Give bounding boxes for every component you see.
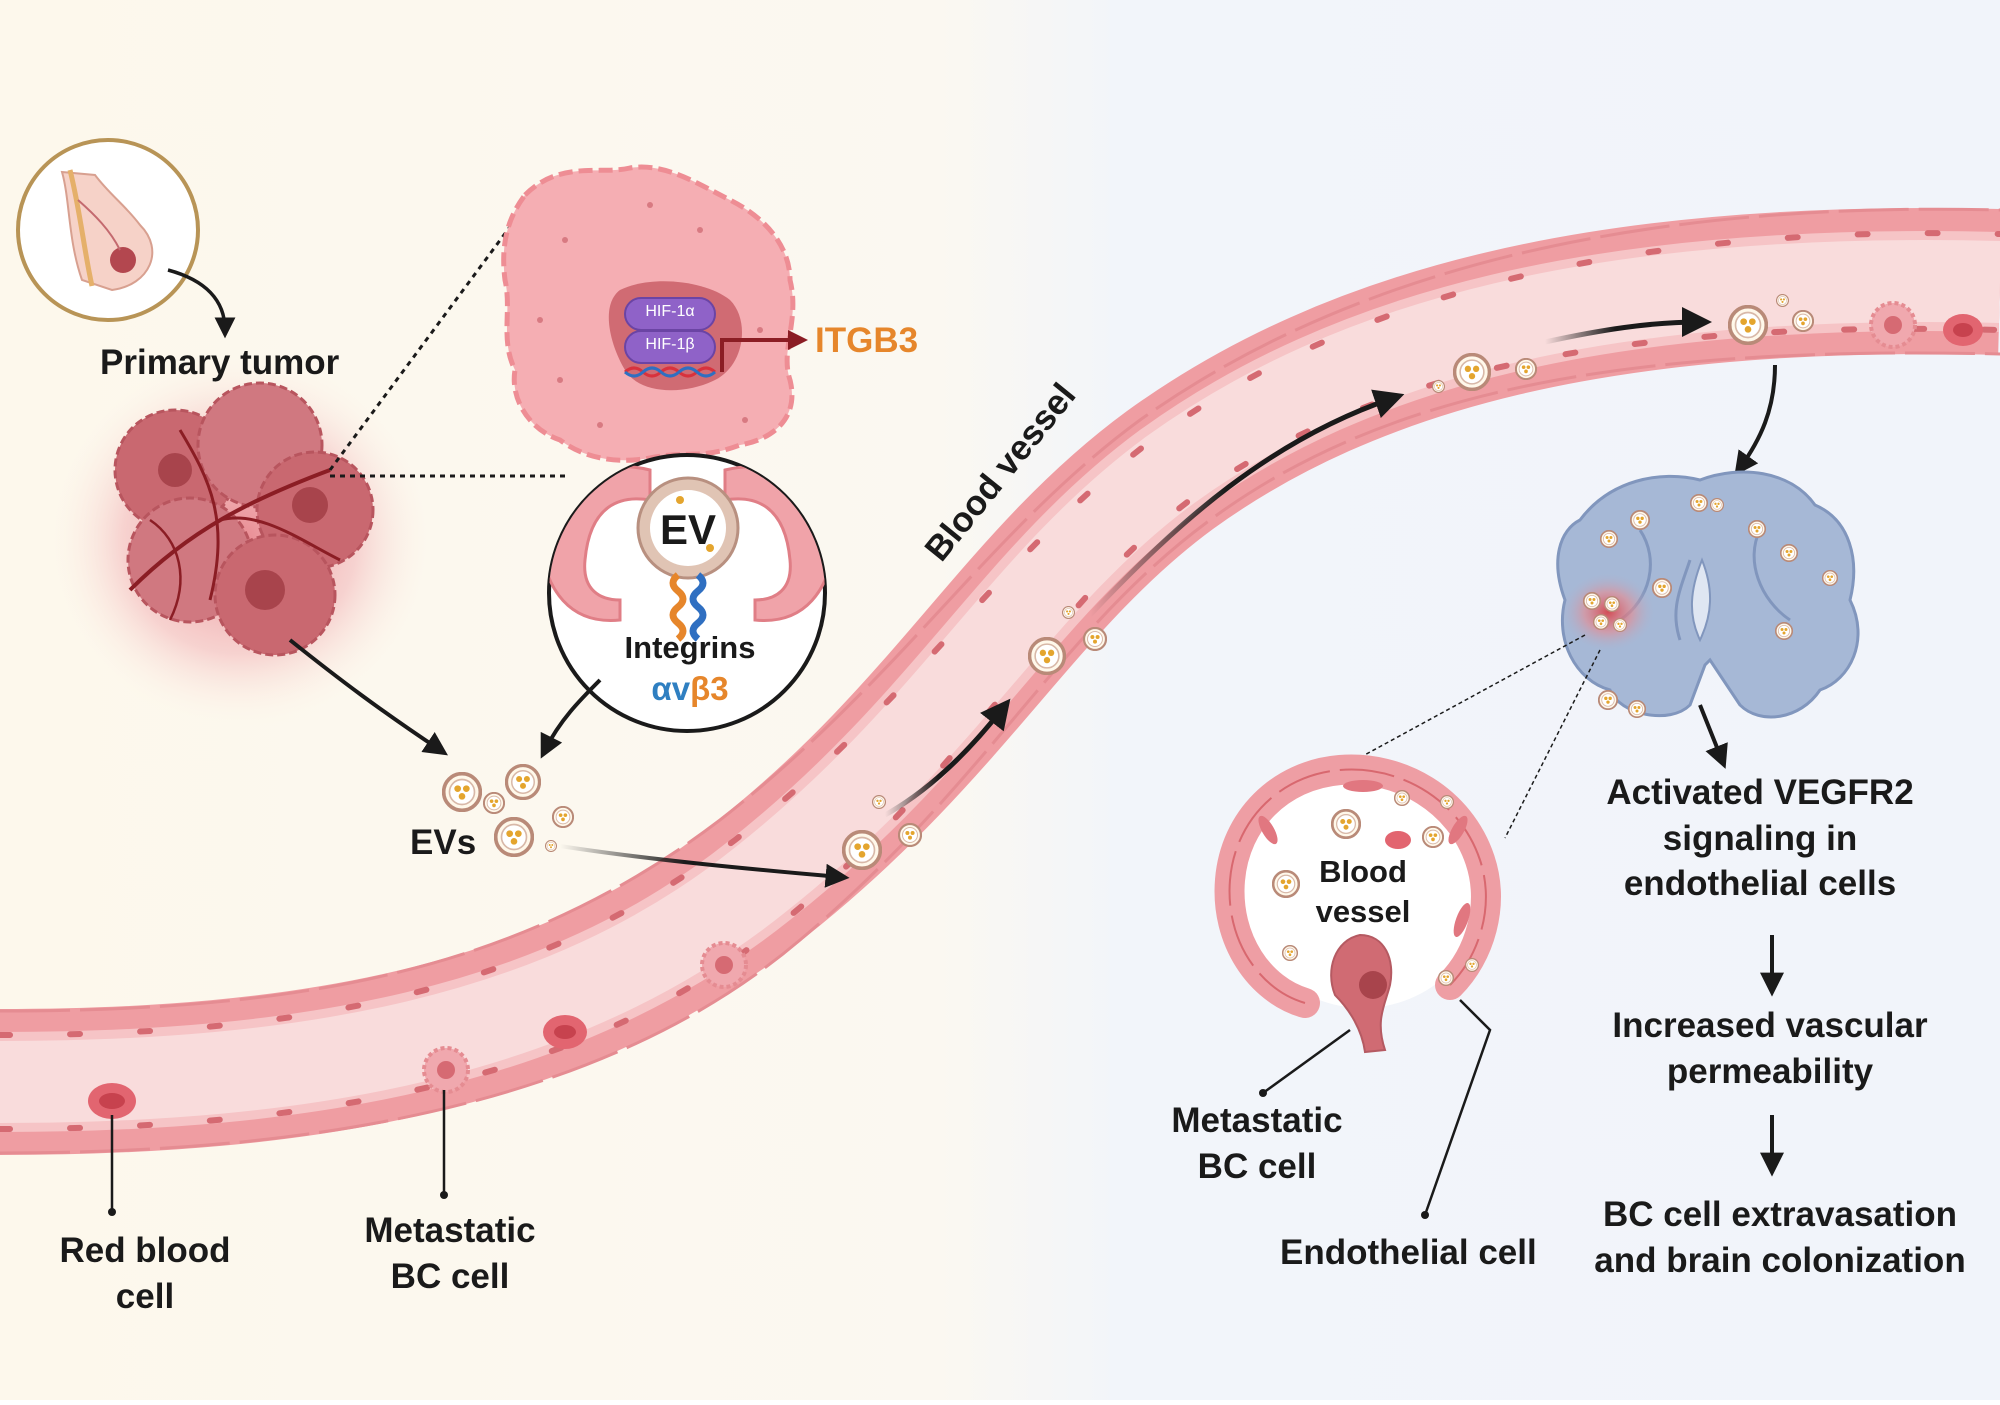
metastatic-bc-cell-left-label: Metastatic BC cell xyxy=(340,1208,560,1299)
metastatic-cells-vessel xyxy=(422,301,1917,1094)
step2-line1: Increased vascular xyxy=(1612,1006,1928,1045)
zoom-lines xyxy=(328,219,568,478)
red-blood-cell-line2: cell xyxy=(115,1276,175,1316)
inset-blood-vessel-line1: Blood xyxy=(1319,854,1407,889)
pathway-step-3: BC cell extravasation and brain coloniza… xyxy=(1560,1192,2000,1283)
step1-line3: endothelial cells xyxy=(1623,864,1897,903)
ev-source-arrows xyxy=(288,638,602,759)
metastatic-bc-cell-right-label: Metastatic BC cell xyxy=(1147,1098,1367,1189)
hif1b-label: HIF-1β xyxy=(645,336,695,353)
red-blood-cell-line1: Red blood xyxy=(59,1231,231,1270)
vessel-cross-section xyxy=(1214,754,1501,1054)
red-blood-cell-label: Red blood cell xyxy=(40,1228,250,1319)
pathway-step-2: Increased vascular permeability xyxy=(1560,1003,1980,1094)
pathway-arrows xyxy=(1698,704,1784,1177)
right-pointers xyxy=(1259,999,1492,1219)
metastatic-bc-right-line1: Metastatic xyxy=(1171,1101,1343,1140)
endothelial-cell-label: Endothelial cell xyxy=(1280,1233,1537,1272)
beta3-label: β3 xyxy=(690,670,729,707)
primary-tumor xyxy=(45,350,435,730)
step3-line2: and brain colonization xyxy=(1594,1240,1966,1280)
inset-blood-vessel-line2: vessel xyxy=(1315,894,1411,930)
pathway-step-1: Activated VEGFR2 signaling in endothelia… xyxy=(1560,770,1960,907)
primary-tumor-label: Primary tumor xyxy=(100,343,340,382)
metastatic-bc-right-line2: BC cell xyxy=(1197,1146,1317,1186)
brain xyxy=(1556,470,1860,719)
step1-line1: Activated VEGFR2 xyxy=(1606,773,1914,812)
brain-zoom-lines xyxy=(1314,634,1601,839)
vessel-flow-arrows xyxy=(883,307,1777,818)
red-blood-cells xyxy=(88,314,1983,1119)
hypoxic-tumor-cell xyxy=(501,164,808,463)
alpha-v-label: αv xyxy=(651,670,691,707)
inset-blood-vessel-label: Blood vessel xyxy=(1290,852,1436,933)
evs-label: EVs xyxy=(410,823,477,862)
metastatic-bc-left-line1: Metastatic xyxy=(364,1211,536,1250)
ev-label: EV xyxy=(659,506,717,553)
hif1a-label: HIF-1α xyxy=(645,303,695,320)
step2-line2: permeability xyxy=(1666,1051,1874,1091)
integrins-label: Integrins xyxy=(624,630,756,665)
blood-vessel xyxy=(0,207,2000,1155)
metastatic-bc-left-line2: BC cell xyxy=(390,1256,510,1296)
step1-line2: signaling in xyxy=(1662,818,1858,858)
step3-line1: BC cell extravasation xyxy=(1602,1195,1958,1234)
ev-to-vessel-arrow xyxy=(559,844,850,888)
breast-icon xyxy=(16,138,236,339)
itgb3-label: ITGB3 xyxy=(815,321,919,360)
left-pointers xyxy=(108,1090,448,1216)
integrin-avb3-label: αvβ3 xyxy=(600,668,780,711)
